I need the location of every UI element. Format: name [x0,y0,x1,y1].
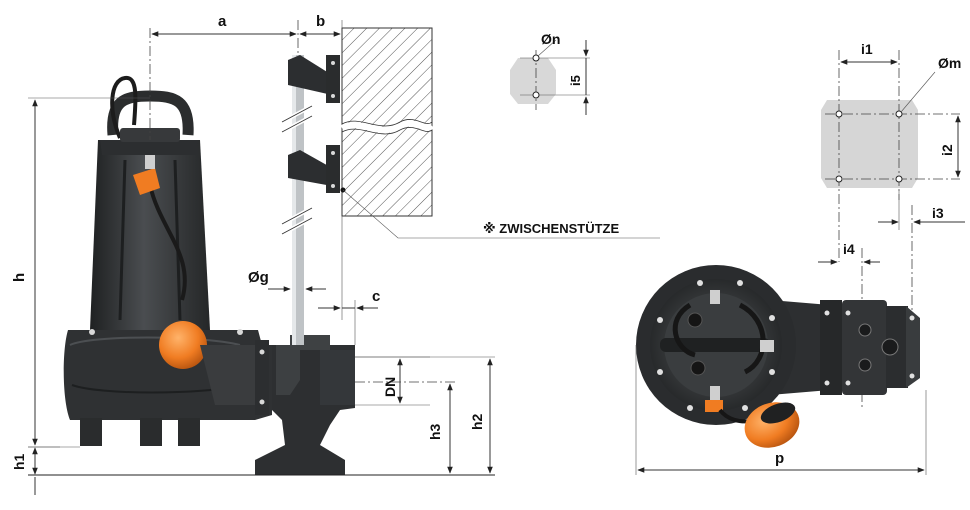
dim-h: h [11,97,150,448]
dim-a: a [149,13,299,140]
label-support: ※ ZWISCHENSTÜTZE [483,221,619,236]
bracket-plate-detail: Øn i5 [510,31,590,115]
label-g: Øg [248,269,269,286]
label-i2: i2 [939,144,955,156]
label-a: a [218,13,227,30]
dim-dn: DN [355,356,430,406]
label-m: Øm [938,55,961,71]
label-c: c [372,288,380,305]
dim-h1: h1 [11,447,38,495]
label-dn: DN [382,377,398,397]
label-i3: i3 [932,205,944,221]
dim-b: b [299,13,343,37]
auto-coupling-base [255,335,355,475]
pump-top-view [636,265,920,448]
label-n: Øn [541,31,560,47]
support-callout: ※ ZWISCHENSTÜTZE [342,189,660,239]
dim-c: c [318,216,380,345]
label-p: p [775,450,784,467]
label-h3: h3 [427,423,443,440]
guide-rail [281,55,340,345]
dim-h3: h3 [355,381,455,474]
wall-section [340,27,434,217]
dim-p: p [635,345,927,475]
label-i1: i1 [861,41,873,57]
pump-side-view [63,76,273,446]
dim-h2: h2 [355,356,495,474]
base-plate-detail: i1 Øm i2 i3 i4 [818,41,965,410]
label-b: b [316,13,325,30]
label-h1: h1 [11,453,27,470]
label-h2: h2 [469,413,485,430]
label-i4: i4 [843,241,855,257]
dim-g: Øg [248,269,326,292]
label-i5: i5 [568,75,583,86]
label-h: h [11,273,28,282]
